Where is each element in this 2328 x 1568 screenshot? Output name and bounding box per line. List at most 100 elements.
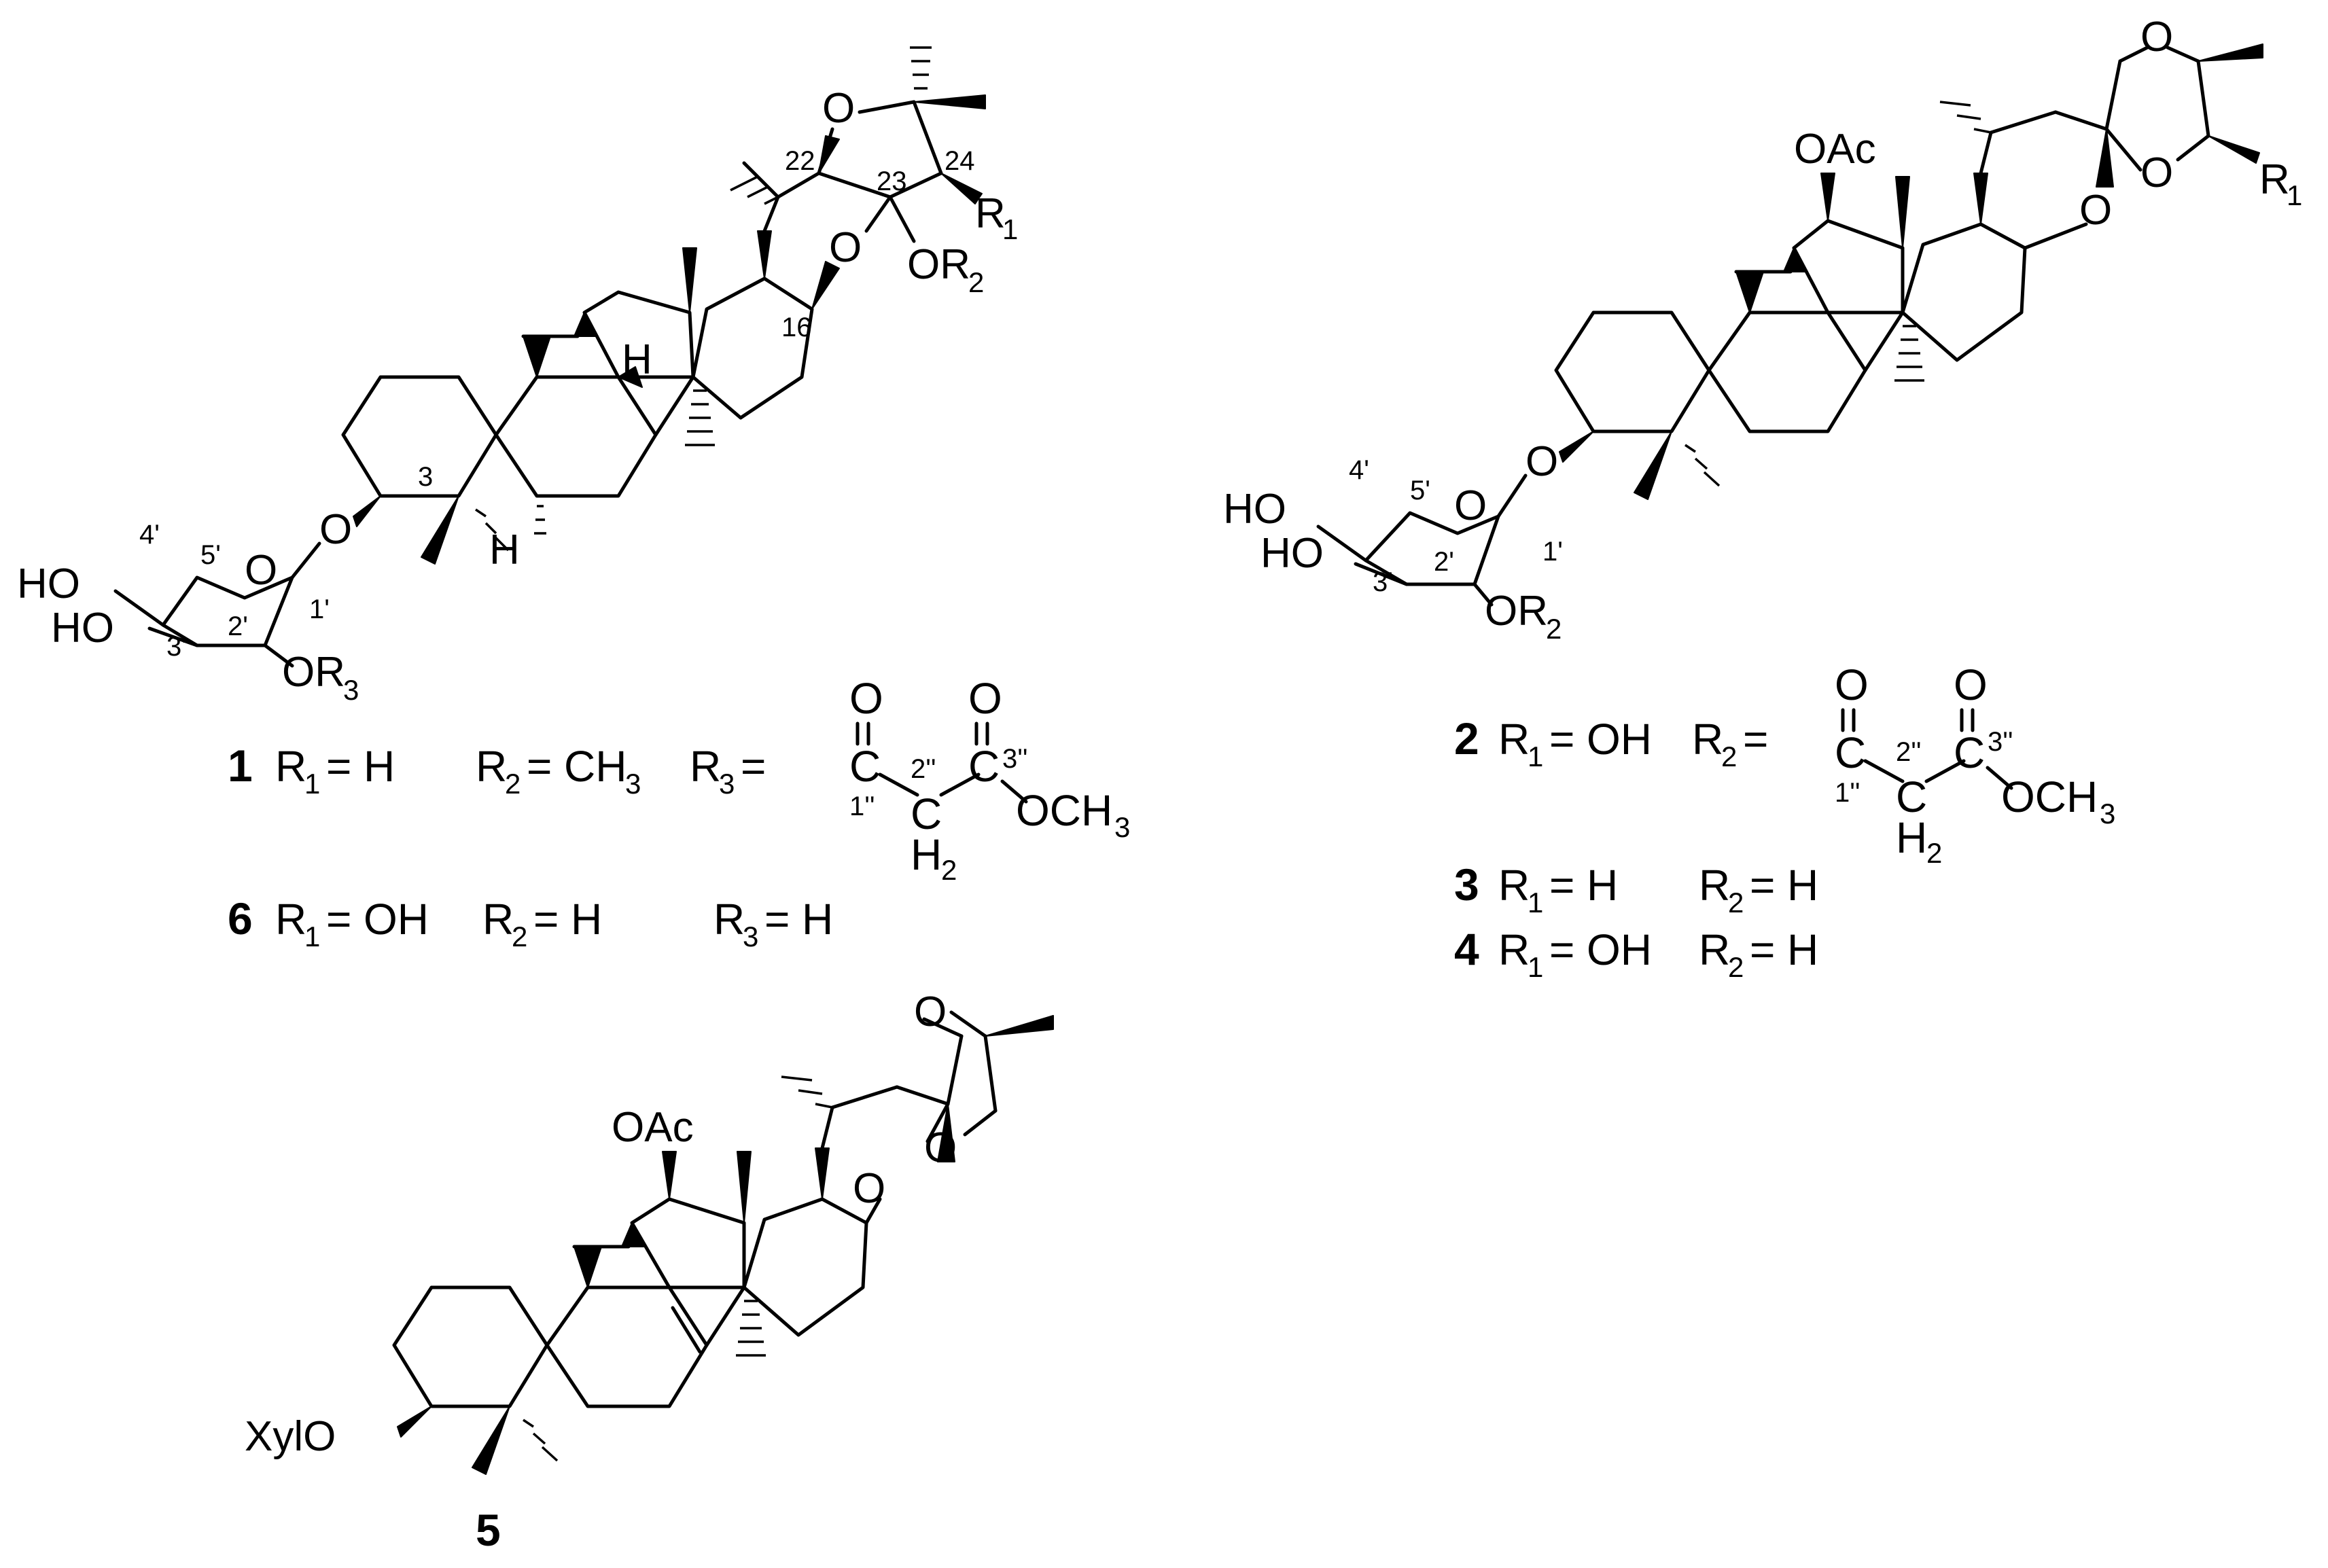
ring-b xyxy=(494,375,658,498)
svg-text:R: R xyxy=(1498,925,1530,974)
o-glycosidic-c1: O xyxy=(319,506,352,553)
ring-b-c2 xyxy=(1707,310,1867,433)
svg-text:1: 1 xyxy=(304,768,320,800)
svg-text:2': 2' xyxy=(228,611,248,641)
svg-text:H: H xyxy=(571,895,602,944)
svg-text:1: 1 xyxy=(1528,951,1543,983)
svg-text:=: = xyxy=(1549,925,1574,974)
svg-text:R: R xyxy=(1699,861,1730,910)
svg-text:C: C xyxy=(1835,728,1866,777)
svg-text:2: 2 xyxy=(512,921,527,952)
svg-text:2: 2 xyxy=(1926,837,1942,869)
cyclopropane-wedge-left xyxy=(523,336,551,378)
or2-label-c2: OR xyxy=(1485,588,1548,635)
svg-text:H: H xyxy=(1896,813,1927,862)
o-epoxide-c2: O xyxy=(2140,14,2173,60)
oac-label-c5: OAc xyxy=(612,1104,694,1151)
ring-d-c2 xyxy=(1901,222,2027,362)
svg-text:3: 3 xyxy=(343,674,359,706)
svg-text:2'': 2'' xyxy=(1896,737,1922,767)
compound-6-legend: 6 R 1 = OH R 2 = H R 3 = H xyxy=(228,893,833,952)
ring-c-c5 xyxy=(630,1197,746,1347)
svg-text:C: C xyxy=(968,742,1000,791)
svg-text:16: 16 xyxy=(781,313,812,342)
svg-text:1: 1 xyxy=(1528,741,1543,772)
svg-text:4': 4' xyxy=(139,520,160,550)
svg-text:OH: OH xyxy=(364,895,429,944)
svg-text:1'': 1'' xyxy=(849,791,875,821)
ho-4-label-c2: HO xyxy=(1223,486,1286,533)
svg-text:=: = xyxy=(764,895,790,944)
ring-a-c5 xyxy=(392,1285,549,1408)
svg-text:3'': 3'' xyxy=(1988,727,2013,757)
svg-text:R: R xyxy=(690,742,721,791)
svg-text:5': 5' xyxy=(200,540,221,570)
ho-4-label-c1: HO xyxy=(17,560,80,607)
svg-text:3: 3 xyxy=(625,768,641,800)
xylo-label-c5: XylO xyxy=(245,1413,336,1460)
svg-text:=: = xyxy=(326,742,351,791)
svg-text:H: H xyxy=(802,895,833,944)
svg-text:H: H xyxy=(1787,925,1818,974)
svg-text:=: = xyxy=(1549,861,1574,910)
compound-2-legend: 2 R 1 = OH R 2 = O C C H 2 C O OCH 3 1''… xyxy=(1454,660,2115,869)
ring-d-c5 xyxy=(742,1197,868,1337)
svg-text:=: = xyxy=(1750,925,1775,974)
ring-b-c5 xyxy=(545,1285,709,1408)
svg-text:C: C xyxy=(1896,772,1927,821)
svg-text:3: 3 xyxy=(2100,798,2115,830)
svg-text:=: = xyxy=(533,895,559,944)
ho-3-label-c1: HO xyxy=(51,605,114,652)
svg-text:3: 3 xyxy=(418,462,433,492)
ring-c-c2 xyxy=(1792,219,1905,372)
svg-text:2: 2 xyxy=(505,768,521,800)
compound-2-structure: OAc O O R 1 O xyxy=(1223,14,2302,645)
svg-text:1': 1' xyxy=(1542,537,1563,567)
svg-text:1: 1 xyxy=(1528,887,1543,919)
ring-d xyxy=(691,277,814,420)
svg-text:R: R xyxy=(1498,715,1530,764)
svg-text:3': 3' xyxy=(1373,567,1393,597)
svg-text:=: = xyxy=(1750,861,1775,910)
compound-5-structure: OAc O O O xyxy=(245,988,1054,1555)
or2-label-c1: OR xyxy=(907,241,970,288)
svg-text:O: O xyxy=(968,674,1002,723)
svg-text:C: C xyxy=(911,789,942,838)
svg-text:R: R xyxy=(482,895,514,944)
svg-text:3: 3 xyxy=(743,921,758,952)
o-ring-e-c5: O xyxy=(853,1165,885,1212)
compound-4-legend: 4 R 1 = OH R 2 = H xyxy=(1454,924,1818,983)
svg-text:22: 22 xyxy=(785,146,815,176)
h-c5-label: H xyxy=(489,527,520,573)
svg-text:R: R xyxy=(713,895,745,944)
svg-text:=: = xyxy=(527,742,552,791)
svg-text:R: R xyxy=(476,742,507,791)
svg-text:=: = xyxy=(326,895,351,944)
svg-text:OH: OH xyxy=(1587,925,1652,974)
svg-text:R: R xyxy=(1498,861,1530,910)
svg-text:3: 3 xyxy=(1114,811,1130,843)
svg-text:H: H xyxy=(1787,861,1818,910)
svg-text:1: 1 xyxy=(304,921,320,952)
ring-a-c2 xyxy=(1554,310,1711,433)
svg-text:1: 1 xyxy=(1002,213,1018,245)
compound-number-4: 4 xyxy=(1454,924,1479,974)
svg-text:2': 2' xyxy=(1434,547,1454,577)
svg-text:H: H xyxy=(911,830,942,879)
svg-text:2: 2 xyxy=(968,266,984,298)
svg-text:1'': 1'' xyxy=(1835,778,1860,808)
compound-number-2: 2 xyxy=(1454,713,1479,764)
svg-text:C: C xyxy=(1954,728,1985,777)
svg-text:R: R xyxy=(275,895,306,944)
svg-text:H: H xyxy=(1587,861,1618,910)
o-sugar-ring-c2: O xyxy=(1454,482,1487,529)
svg-text:R: R xyxy=(275,742,306,791)
svg-text:H: H xyxy=(364,742,395,791)
compound-1-structure: H O xyxy=(17,46,1018,706)
ho-3-label-c2: HO xyxy=(1260,530,1324,577)
svg-text:24: 24 xyxy=(945,146,975,176)
oac-label-c2: OAc xyxy=(1794,126,1876,173)
svg-text:2: 2 xyxy=(1546,613,1562,645)
svg-text:5': 5' xyxy=(1410,476,1430,505)
